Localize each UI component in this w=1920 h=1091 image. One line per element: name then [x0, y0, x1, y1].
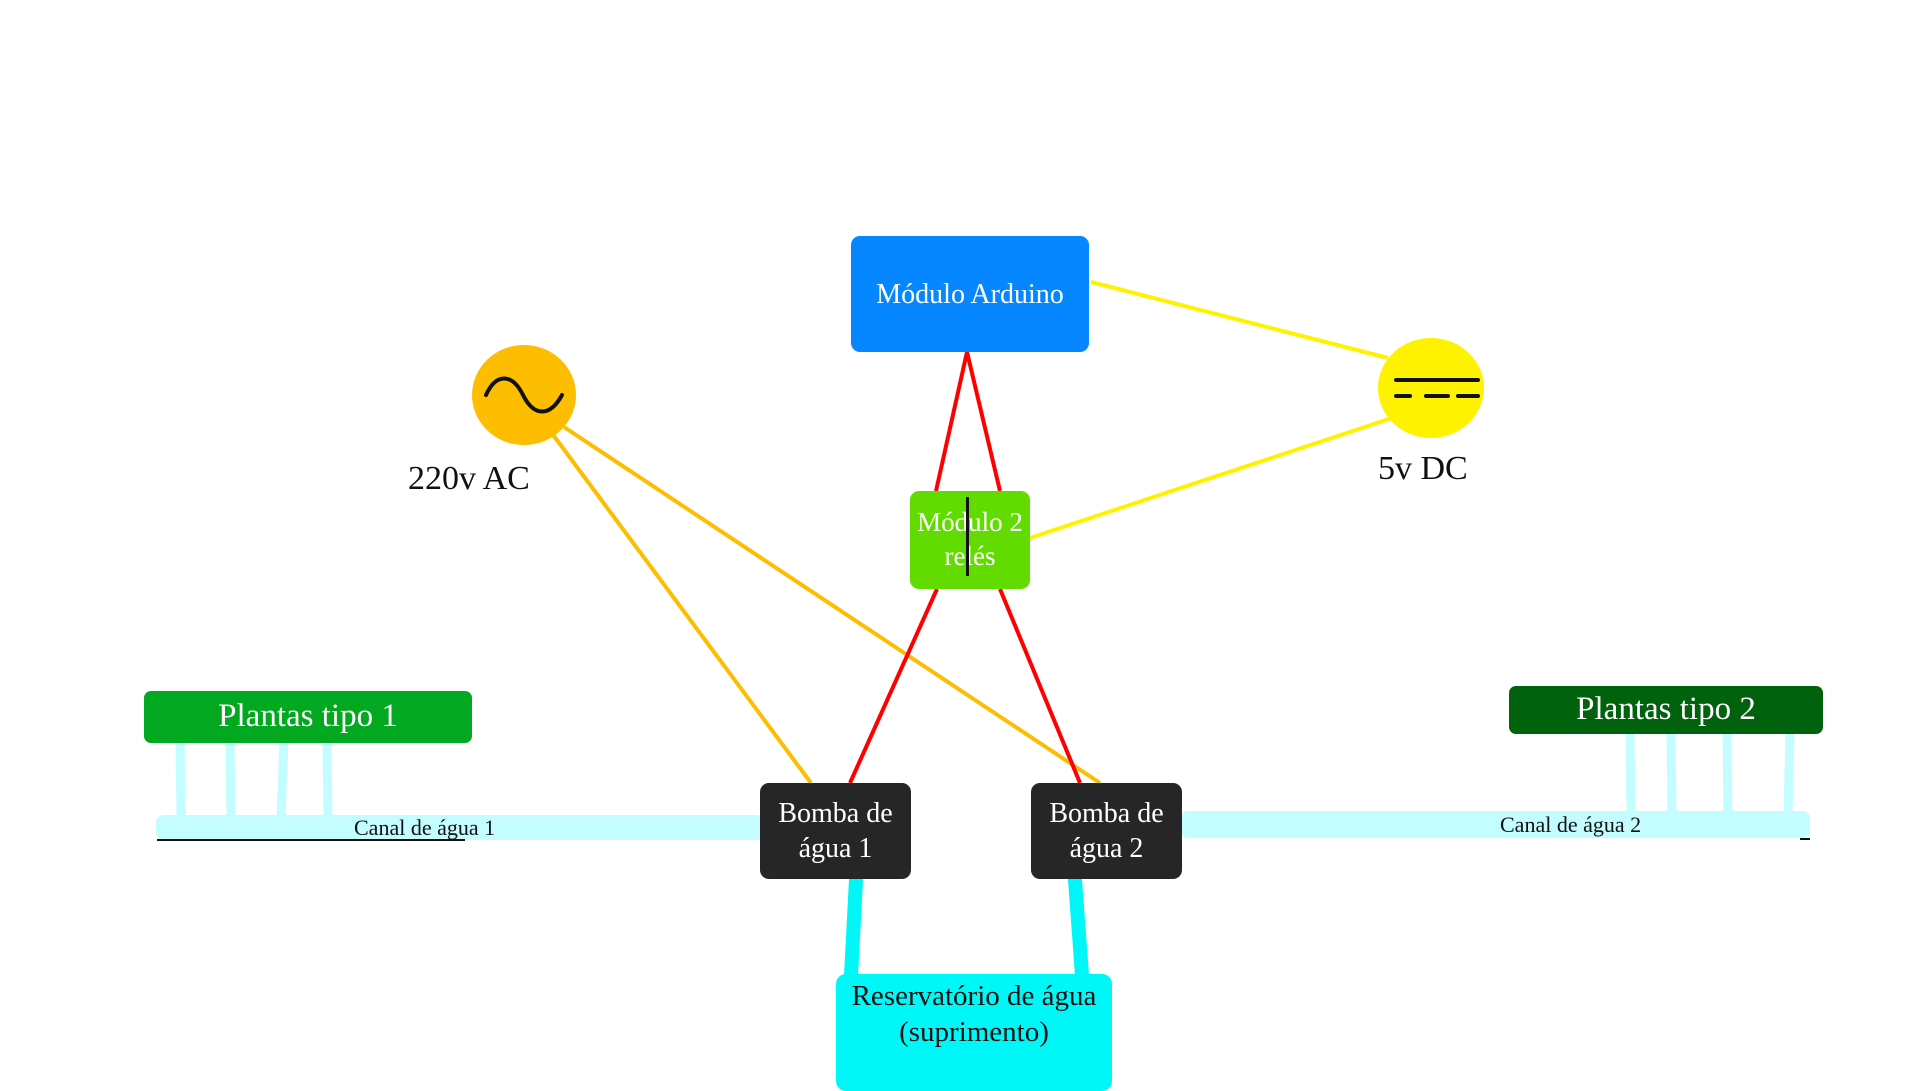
plantas-tipo-1-label: Plantas tipo 1	[218, 698, 398, 735]
signal-wires	[848, 351, 1082, 784]
relay-module-label: Módulo 2 relés	[917, 507, 1023, 571]
canal-2-channel	[1180, 811, 1810, 838]
plantas-tipo-2: Plantas tipo 2	[1509, 686, 1823, 734]
plantas-2-pipes	[1625, 729, 1795, 817]
ac-power-source	[472, 345, 576, 445]
arduino-module-label: Módulo Arduino	[876, 278, 1064, 310]
dc-power-label: 5v DC	[1378, 450, 1468, 487]
water-pump-1: Bomba de água 1	[760, 783, 911, 879]
water-reservoir: Reservatório de água (suprimento)	[836, 974, 1112, 1091]
plantas-tipo-1: Plantas tipo 1	[144, 691, 472, 743]
water-pump-2-label: Bomba de água 2	[1049, 798, 1164, 864]
supply-pipes	[844, 873, 1089, 982]
dc-power-source	[1378, 338, 1484, 438]
canal-1-channel	[156, 815, 764, 840]
relay-module: Módulo 2 relés	[910, 491, 1030, 589]
plantas-1-pipes	[175, 735, 333, 823]
plantas-tipo-2-label: Plantas tipo 2	[1576, 691, 1756, 728]
water-pump-1-label: Bomba de água 1	[778, 798, 893, 864]
sine-wave-icon	[484, 376, 564, 414]
ac-wires	[549, 425, 1102, 785]
arduino-module: Módulo Arduino	[851, 236, 1089, 352]
relay-divider	[966, 497, 969, 576]
dc-wires	[1029, 280, 1393, 540]
canal-2-label: Canal de água 2	[1500, 812, 1642, 837]
water-reservoir-label: Reservatório de água (suprimento)	[851, 980, 1097, 1049]
water-pump-2: Bomba de água 2	[1031, 783, 1182, 879]
canal-1-label: Canal de água 1	[354, 815, 496, 840]
dc-symbol-icon	[1394, 378, 1480, 398]
ac-power-label: 220v AC	[408, 460, 530, 497]
